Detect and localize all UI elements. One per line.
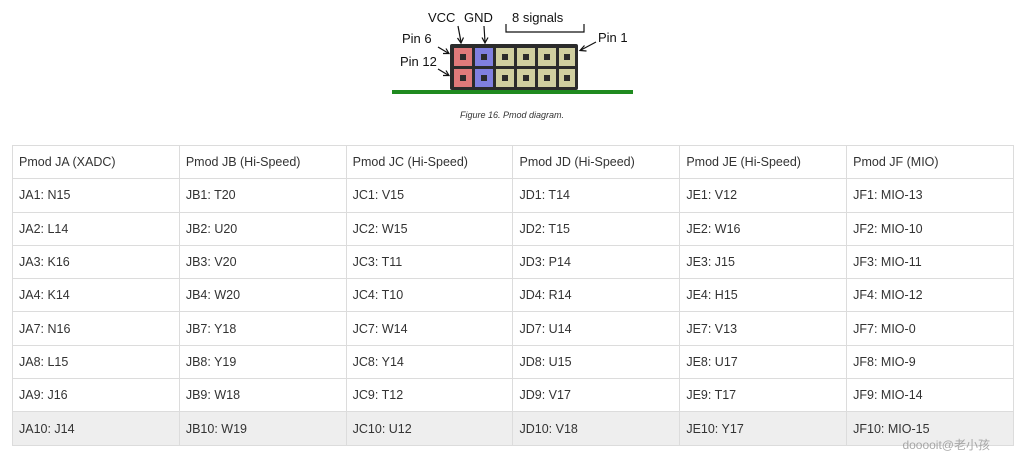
table-row: JA2: L14 JB2: U20 JC2: W15 JD2: T15 JE2:… bbox=[12, 211, 1014, 246]
table-cell: JF4: MIO-12 bbox=[846, 278, 1014, 313]
pin-row-bottom bbox=[454, 69, 575, 87]
header-pmod-je: Pmod JE (Hi-Speed) bbox=[679, 144, 848, 180]
table-cell: JC7: W14 bbox=[345, 311, 514, 346]
table-cell: JB2: U20 bbox=[178, 211, 347, 246]
table-cell: JA10: J14 bbox=[12, 411, 180, 446]
table-cell: JE7: V13 bbox=[679, 311, 848, 346]
table-cell: JA1: N15 bbox=[12, 178, 180, 213]
table-cell: JC1: V15 bbox=[345, 178, 514, 213]
table-cell: JA7: N16 bbox=[12, 311, 180, 346]
table-cell: JD8: U15 bbox=[512, 344, 681, 380]
table-cell: JF1: MIO-13 bbox=[846, 178, 1014, 213]
table-cell: JD7: U14 bbox=[512, 311, 681, 346]
pmod-pinout-table: Pmod JA (XADC) Pmod JB (Hi-Speed) Pmod J… bbox=[12, 144, 1014, 446]
table-row: JA8: L15 JB8: Y19 JC8: Y14 JD8: U15 JE8:… bbox=[12, 344, 1014, 380]
gnd-arrow bbox=[483, 25, 486, 43]
table-cell: JF9: MIO-14 bbox=[846, 378, 1014, 413]
pin-row-top bbox=[454, 48, 575, 66]
table-row: JA4: K14 JB4: W20 JC4: T10 JD4: R14 JE4:… bbox=[12, 278, 1014, 313]
table-cell: JC3: T11 bbox=[345, 244, 514, 280]
table-cell: JC2: W15 bbox=[345, 211, 514, 246]
table-cell: JF10: MIO-15 bbox=[846, 411, 1014, 446]
table-cell: JF2: MIO-10 bbox=[846, 211, 1014, 246]
table-cell: JA8: L15 bbox=[12, 344, 180, 380]
pmod-diagram-graphic bbox=[392, 24, 633, 94]
table-cell: JE9: T17 bbox=[679, 378, 848, 413]
table-cell: JD10: V18 bbox=[512, 411, 681, 446]
table-cell: JB1: T20 bbox=[178, 178, 347, 213]
table-cell: JD3: P14 bbox=[512, 244, 681, 280]
signals-label: 8 signals bbox=[512, 10, 564, 25]
signals-bracket bbox=[505, 24, 585, 33]
watermark: dooooit@老小孩 bbox=[902, 438, 990, 452]
pin6-label: Pin 6 bbox=[402, 31, 432, 46]
pin1-arrow bbox=[580, 41, 597, 51]
pin1-label: Pin 1 bbox=[598, 30, 628, 45]
vcc-label: VCC bbox=[428, 10, 456, 25]
table-cell: JB4: W20 bbox=[178, 278, 347, 313]
table-header-row: Pmod JA (XADC) Pmod JB (Hi-Speed) Pmod J… bbox=[12, 144, 1014, 180]
header-pmod-jf: Pmod JF (MIO) bbox=[846, 144, 1014, 180]
header-pmod-ja: Pmod JA (XADC) bbox=[12, 144, 180, 180]
vcc-arrow bbox=[457, 25, 462, 43]
table-cell: JB7: Y18 bbox=[178, 311, 347, 346]
table-cell: JA2: L14 bbox=[12, 211, 180, 246]
table-cell: JB10: W19 bbox=[178, 411, 347, 446]
table-cell: JD1: T14 bbox=[512, 178, 681, 213]
table-cell: JE4: H15 bbox=[679, 278, 848, 313]
table-cell: JA3: K16 bbox=[12, 244, 180, 280]
gnd-label: GND bbox=[464, 10, 493, 25]
table-cell: JA9: J16 bbox=[12, 378, 180, 413]
pin12-arrow bbox=[437, 68, 449, 76]
table-cell: JE3: J15 bbox=[679, 244, 848, 280]
table-cell: JB9: W18 bbox=[178, 378, 347, 413]
figure-caption: Figure 16. Pmod diagram. bbox=[459, 110, 565, 120]
table-row: JA7: N16 JB7: Y18 JC7: W14 JD7: U14 JE7:… bbox=[12, 311, 1014, 346]
table-cell: JC10: U12 bbox=[345, 411, 514, 446]
table-cell: JB8: Y19 bbox=[178, 344, 347, 380]
table-cell: JD9: V17 bbox=[512, 378, 681, 413]
table-cell: JD4: R14 bbox=[512, 278, 681, 313]
table-cell: JC4: T10 bbox=[345, 278, 514, 313]
table-cell: JB3: V20 bbox=[178, 244, 347, 280]
table-cell: JF8: MIO-9 bbox=[846, 344, 1014, 380]
pin6-arrow bbox=[437, 46, 449, 54]
table-cell: JF7: MIO-0 bbox=[846, 311, 1014, 346]
table-cell: JE8: U17 bbox=[679, 344, 848, 380]
header-pmod-jc: Pmod JC (Hi-Speed) bbox=[345, 144, 514, 180]
table-cell: JF3: MIO-11 bbox=[846, 244, 1014, 280]
table-row: JA10: J14 JB10: W19 JC10: U12 JD10: V18 … bbox=[12, 411, 1014, 446]
pin12-label: Pin 12 bbox=[400, 54, 437, 69]
table-row: JA3: K16 JB3: V20 JC3: T11 JD3: P14 JE3:… bbox=[12, 244, 1014, 280]
table-cell: JE10: Y17 bbox=[679, 411, 848, 446]
table-row: JA9: J16 JB9: W18 JC9: T12 JD9: V17 JE9:… bbox=[12, 378, 1014, 413]
pmod-diagram: VCC GND 8 signals Pin 6 Pin 12 Pin 1 bbox=[388, 6, 638, 131]
table-cell: JD2: T15 bbox=[512, 211, 681, 246]
table-cell: JC8: Y14 bbox=[345, 344, 514, 380]
table-cell: JE2: W16 bbox=[679, 211, 848, 246]
table-cell: JA4: K14 bbox=[12, 278, 180, 313]
table-cell: JE1: V12 bbox=[679, 178, 848, 213]
diagram-arrows bbox=[437, 24, 597, 77]
header-pmod-jd: Pmod JD (Hi-Speed) bbox=[512, 144, 681, 180]
table-cell: JC9: T12 bbox=[345, 378, 514, 413]
header-pmod-jb: Pmod JB (Hi-Speed) bbox=[178, 144, 347, 180]
table-row: JA1: N15 JB1: T20 JC1: V15 JD1: T14 JE1:… bbox=[12, 178, 1014, 213]
board-edge bbox=[392, 90, 633, 94]
